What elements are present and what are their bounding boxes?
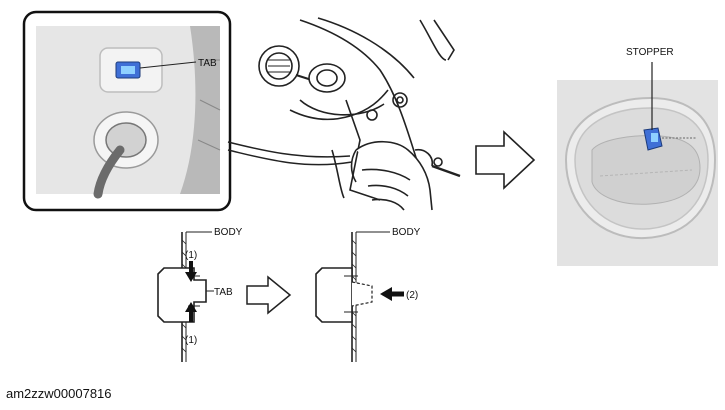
stopper-photo [557,80,718,266]
press-down-arrow-icon [185,261,197,282]
body-label-right: BODY [392,227,421,238]
callout-1-bottom: (1) [185,335,197,346]
push-arrow-icon [380,287,404,301]
tab-detail-label: TAB [214,287,233,298]
flow-arrow-icon [246,275,292,315]
tab-clip-icon [115,61,141,79]
inset-tab-label: TAB [198,58,217,69]
inset-tab-closeup: TAB [22,10,232,212]
stopper-clip-icon [643,127,663,151]
callout-1-top: (1) [185,250,197,261]
document-id: am2zzw00007816 [6,386,112,401]
flow-arrow-icon [475,130,536,190]
press-up-arrow-icon [185,302,197,322]
callout-2: (2) [406,290,418,301]
vehicle-fuel-lid-area [258,17,461,211]
body-label-left: BODY [214,227,243,238]
tab-detail-right: BODY (2) [315,227,421,362]
tab-detail-left: BODY TAB (1) (1) [157,227,243,362]
stopper-label: STOPPER [626,47,674,58]
